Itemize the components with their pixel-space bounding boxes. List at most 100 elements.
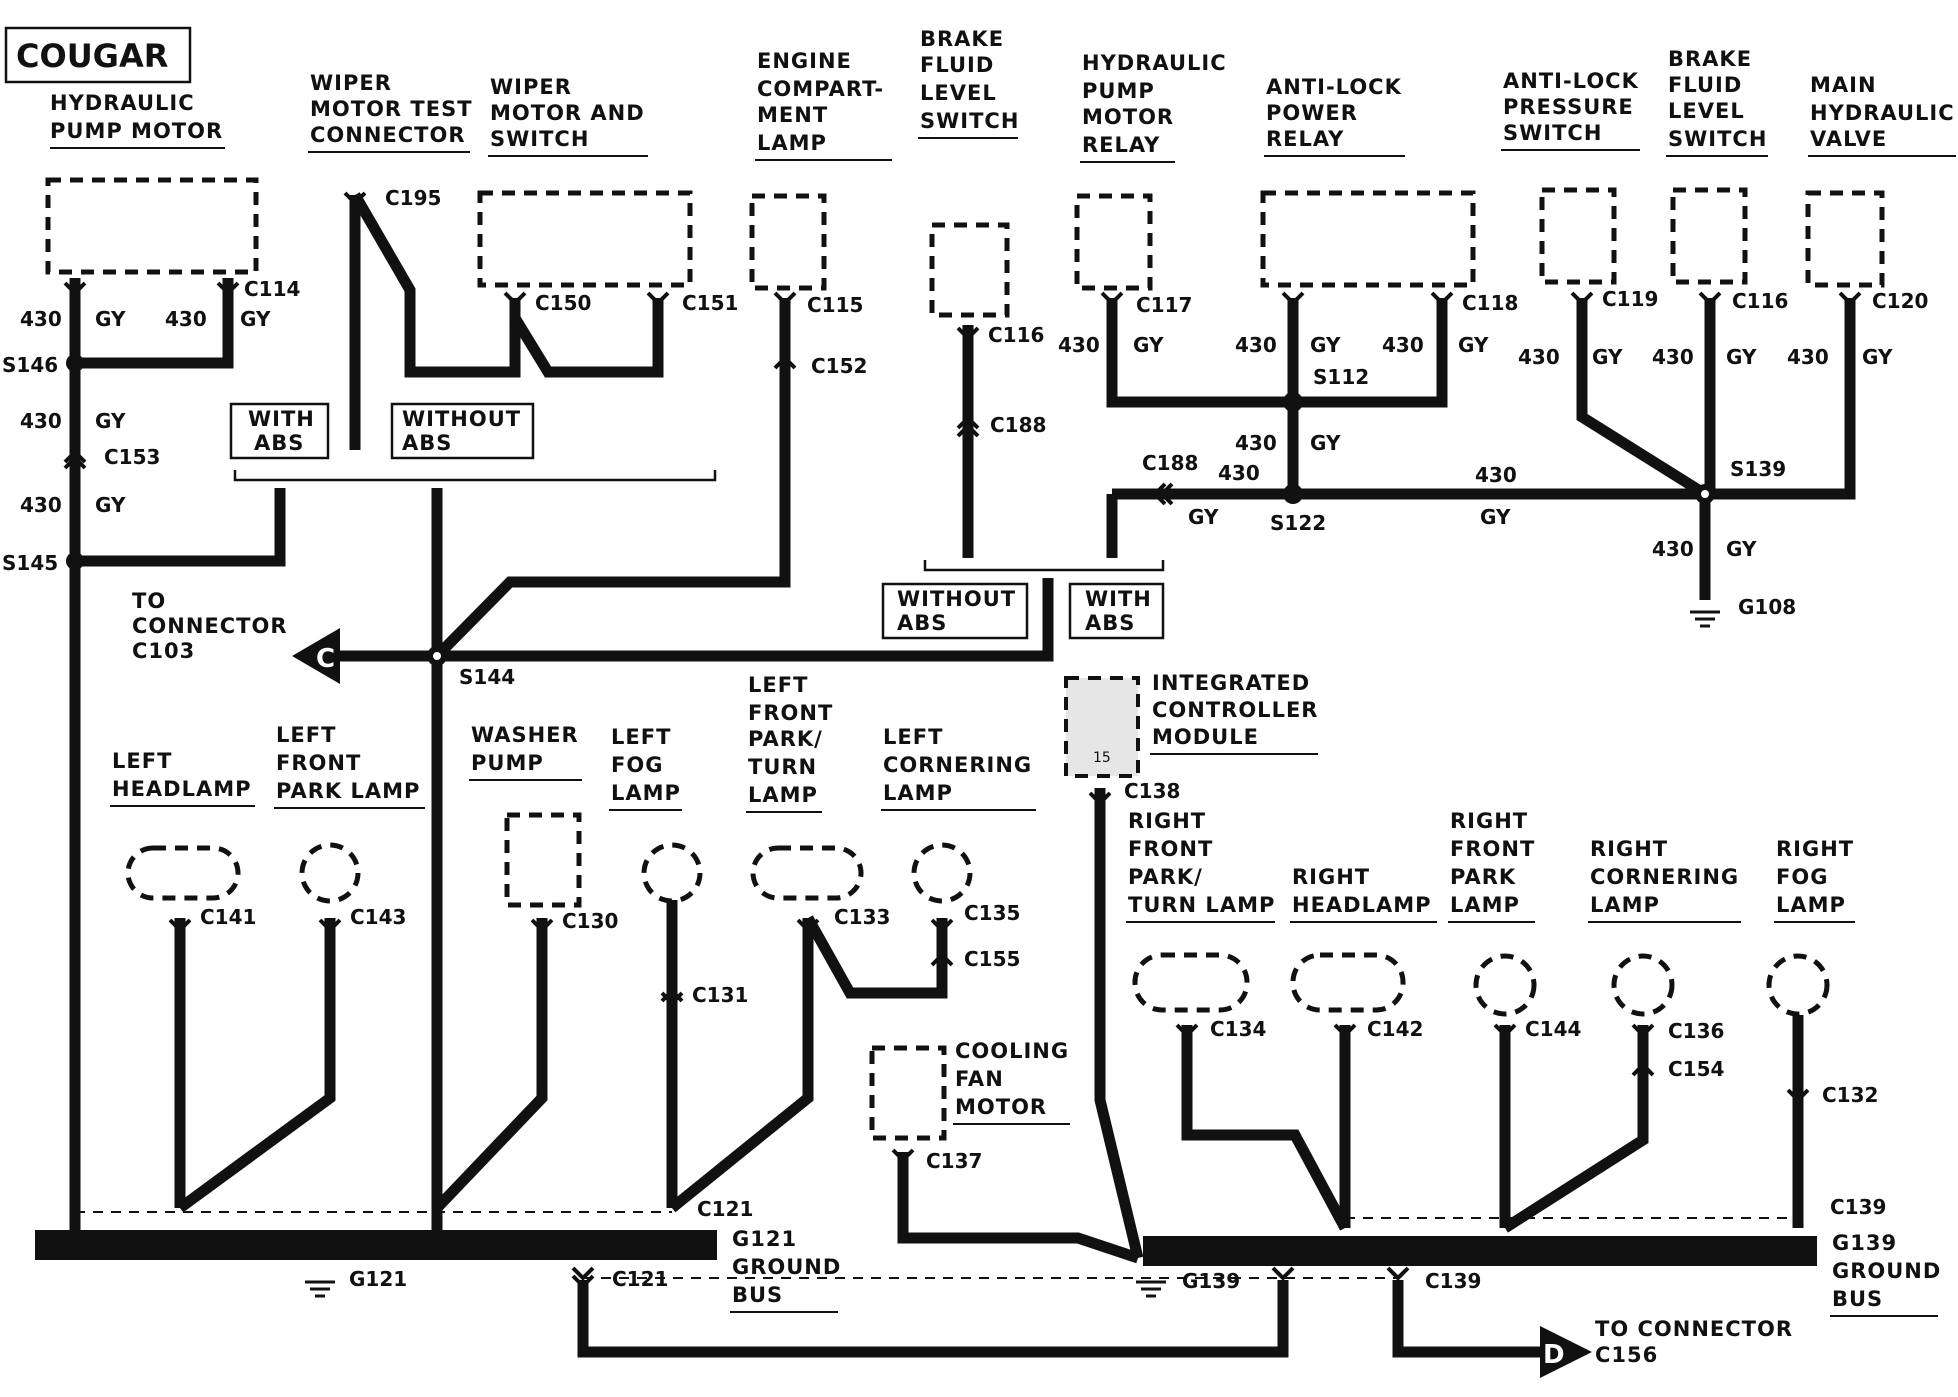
wiper-test-label-1: WIPER [310, 71, 392, 95]
main-valve-box [1805, 190, 1885, 288]
c135-label: C135 [964, 901, 1020, 925]
c155-label: C155 [964, 947, 1020, 971]
left-turn-label-5: LAMP [748, 783, 818, 807]
c130-mark [530, 918, 554, 933]
right-turn-label-2: FRONT [1128, 837, 1213, 861]
s139-label: S139 [1730, 457, 1786, 481]
g139-label: G139 [1182, 1269, 1240, 1293]
wire-c137-g139 [897, 1152, 1140, 1264]
wire-circuit: 430 [1518, 345, 1560, 369]
wire-c143 [176, 918, 336, 1213]
c114-label: C114 [244, 277, 300, 301]
mid-abs-bracket [923, 560, 1165, 572]
c121-bottom-label: C121 [612, 1267, 668, 1291]
c133-label: C133 [834, 905, 890, 929]
pump-relay-label-1: HYDRAULIC [1082, 51, 1227, 75]
offpage-c-label-3: C103 [132, 639, 195, 663]
left-turn-label-3: PARK/ [748, 727, 823, 751]
main-valve-label-3: VALVE [1810, 127, 1887, 151]
brake-switch-1-label-1: BRAKE [920, 27, 1004, 51]
c114-mark-a [63, 281, 87, 296]
c150-mark [503, 291, 527, 306]
c116b-label: C116 [1732, 289, 1788, 313]
wire-color: GY [1862, 345, 1893, 369]
washer-pump-label-2: PUMP [471, 751, 544, 775]
c121-bus-label: C121 [697, 1197, 753, 1221]
brake-switch-1-label-2: FLUID [920, 53, 994, 77]
wiper-test-label-2: MOTOR TEST [310, 97, 473, 121]
wire-c134 [1181, 1025, 1350, 1231]
g139-symbol [1136, 1280, 1166, 1298]
c115-mark [773, 291, 797, 306]
pump-relay-label-2: PUMP [1082, 79, 1155, 103]
wire-color: GY [1480, 505, 1511, 529]
cooling-fan-label-1: COOLING [955, 1039, 1069, 1063]
wire-s144-abs-right [335, 578, 1054, 662]
brake-switch-2-label-1: BRAKE [1668, 47, 1752, 71]
c138-mark [1088, 791, 1112, 806]
engine-lamp-label-2: COMPART- [757, 77, 884, 101]
s139-dot-center [1701, 490, 1709, 498]
with-abs-box-top [229, 402, 330, 460]
c153-label: C153 [104, 445, 160, 469]
right-cornering-bulb [1611, 953, 1675, 1017]
c121-mark [571, 1266, 595, 1289]
c118-mark-b [1430, 291, 1454, 306]
c152-mark [773, 355, 797, 370]
c188a-label: C188 [990, 413, 1046, 437]
c119-label: C119 [1602, 287, 1658, 311]
c131-mark [660, 988, 684, 1006]
integrated-controller-box [1064, 676, 1140, 778]
offpage-c-letter: C [316, 644, 335, 674]
offpage-arrow-c [292, 628, 340, 684]
c117-label: C117 [1136, 293, 1192, 317]
top-abs-bracket [233, 470, 717, 482]
without-abs-top-1: WITHOUT [402, 407, 521, 431]
wire-color: GY [95, 493, 126, 517]
brake-switch-2-label-3: LEVEL [1668, 99, 1745, 123]
c151-label: C151 [682, 291, 738, 315]
c139-bus-label: C139 [1830, 1195, 1886, 1219]
right-park-label-1: RIGHT [1450, 809, 1528, 833]
washer-pump-box [504, 812, 582, 908]
wire-c119-s139 [1576, 298, 1708, 499]
c144-label: C144 [1525, 1017, 1581, 1041]
left-fog-label-3: LAMP [611, 781, 681, 805]
wiper-motor-label-3: SWITCH [490, 127, 589, 151]
wiper-motor-box [477, 190, 693, 288]
c135-mark [930, 918, 954, 933]
without-abs-mid-1: WITHOUT [897, 587, 1016, 611]
g121-symbol [305, 1280, 335, 1298]
left-park-label-1: LEFT [276, 723, 336, 747]
hydraulic-pump-motor-label-1: HYDRAULIC [50, 91, 195, 115]
ic-module-label-3: MODULE [1152, 725, 1259, 749]
left-cornering-label-2: CORNERING [883, 753, 1032, 777]
left-headlamp-label-1: LEFT [112, 749, 172, 773]
g121-label: G121 [349, 1267, 407, 1291]
c188b-mark [1152, 482, 1174, 506]
pressure-switch-label-3: SWITCH [1503, 121, 1602, 145]
wire-circuit: 430 [1475, 463, 1517, 487]
with-abs-top-2: ABS [254, 431, 304, 455]
wire-s144-eng-lamp [433, 298, 791, 660]
ic-pin-number: 15 [1093, 750, 1111, 766]
connector-marks [63, 191, 1862, 1289]
ic-module-label-2: CONTROLLER [1152, 698, 1318, 722]
wire-c117-s112-c118 [1106, 298, 1448, 408]
c144-mark [1493, 1023, 1517, 1038]
without-abs-box-top [390, 402, 535, 460]
left-fog-bulb [641, 842, 703, 904]
cooling-fan-box [869, 1045, 947, 1141]
cooling-fan-label-3: MOTOR [955, 1095, 1047, 1119]
wire-c138-g139 [1094, 788, 1144, 1260]
c137-mark [891, 1148, 915, 1163]
g121-bus-label-2: GROUND [732, 1255, 841, 1279]
right-fog-bulb [1766, 953, 1830, 1017]
c139-mark [1271, 1266, 1410, 1281]
c188a-mark [956, 415, 980, 438]
connector-labels: C114 C195 C150 C151 C115 C152 C116 C188 … [2, 186, 1928, 1293]
pump-relay-box [1074, 193, 1153, 291]
brake-fluid-switch-2-box [1670, 187, 1748, 285]
s122-label: S122 [1270, 511, 1326, 535]
